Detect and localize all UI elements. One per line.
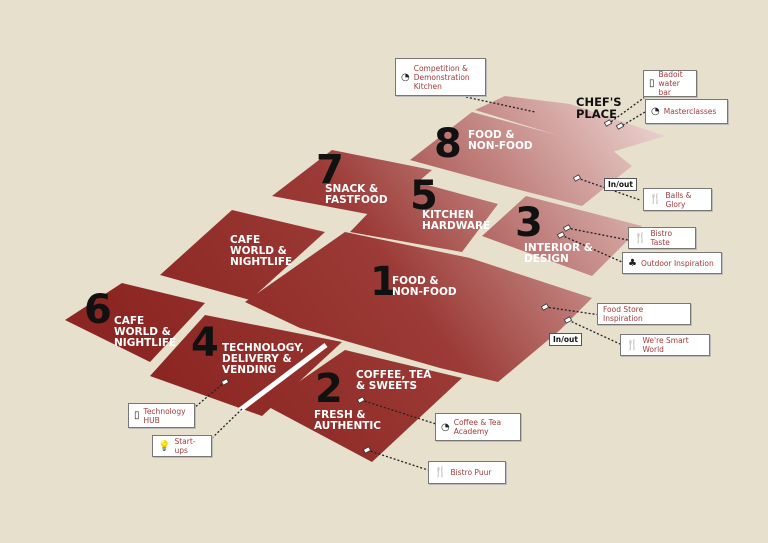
- cafe-world-label: CAFE WORLD & NIGHTLIFE: [230, 234, 293, 268]
- hall-5[interactable]: [350, 178, 498, 252]
- hall-6-label: CAFE WORLD & NIGHTLIFE: [114, 315, 177, 349]
- label-food-store-inspiration[interactable]: Food Store Inspiration: [597, 303, 691, 325]
- label-badoit-water-bar[interactable]: ▯Badoit water bar: [643, 70, 697, 97]
- hall-number-4: 4: [191, 320, 219, 366]
- chefs-place-label: CHEF'S PLACE: [576, 95, 622, 121]
- glass-icon: ▯: [649, 78, 655, 89]
- hall-8[interactable]: [410, 112, 632, 206]
- hall-6[interactable]: [65, 283, 205, 362]
- hall-number-5: 5: [410, 173, 438, 219]
- entrance-inout-bottom: In/out: [549, 333, 582, 346]
- tree-icon: ♣: [628, 257, 637, 269]
- hall-3-label: INTERIOR & DESIGN: [524, 242, 593, 265]
- hall-number-7: 7: [316, 147, 344, 193]
- entrance-inout-top: In/out: [604, 178, 637, 191]
- label-startups[interactable]: 💡Start-ups: [152, 435, 212, 457]
- label-masterclasses[interactable]: ◔Masterclasses: [645, 99, 728, 124]
- hall-8-label: FOOD & NON-FOOD: [468, 129, 533, 152]
- hall-number-2: 2: [315, 366, 343, 412]
- walkway: [238, 343, 328, 412]
- cutlery-icon: 🍴: [626, 339, 639, 351]
- cutlery-icon: 🍴: [649, 194, 662, 205]
- chefs-place-area[interactable]: [475, 96, 665, 152]
- hall-2[interactable]: [265, 350, 462, 462]
- lightbulb-icon: 💡: [158, 440, 171, 452]
- label-bistro-puur[interactable]: 🍴Bistro Puur: [428, 461, 506, 484]
- label-balls-glory[interactable]: 🍴Balls & Glory: [643, 188, 712, 211]
- cutlery-icon: 🍴: [434, 467, 447, 478]
- cafe-world-area[interactable]: [160, 210, 325, 300]
- label-coffee-tea-academy[interactable]: ◔Coffee & Tea Academy: [435, 413, 521, 441]
- label-outdoor-inspiration[interactable]: ♣Outdoor Inspiration: [622, 252, 722, 274]
- hall-5-label: KITCHEN HARDWARE: [422, 209, 491, 232]
- fresh-authentic-label: FRESH & AUTHENTIC: [314, 409, 382, 432]
- hall-number-8: 8: [434, 121, 462, 167]
- label-smart-world[interactable]: 🍴We're Smart World: [620, 334, 710, 356]
- hall-7-label: SNACK & FASTFOOD: [325, 183, 388, 206]
- hall-number-3: 3: [515, 200, 543, 246]
- hall-2-label: COFFEE, TEA & SWEETS: [356, 369, 432, 392]
- label-competition-kitchen[interactable]: ◔Competition & Demonstration Kitchen: [395, 58, 486, 96]
- hall-1-label: FOOD & NON-FOOD: [392, 275, 457, 298]
- hall-4[interactable]: [150, 315, 342, 416]
- hall-1[interactable]: [245, 232, 592, 382]
- cutlery-icon: 🍴: [634, 232, 647, 244]
- chef-icon: ◔: [441, 421, 450, 433]
- label-technology-hub[interactable]: ▯Technology HUB: [128, 403, 195, 428]
- hall-number-1: 1: [370, 259, 398, 305]
- hall-4-label: TECHNOLOGY, DELIVERY & VENDING: [222, 342, 305, 376]
- hall-number-6: 6: [84, 287, 112, 333]
- chef-icon: ◔: [401, 71, 410, 83]
- chef-icon: ◔: [651, 106, 660, 117]
- label-bistro-taste[interactable]: 🍴Bistro Taste: [628, 227, 696, 249]
- tablet-icon: ▯: [134, 410, 140, 421]
